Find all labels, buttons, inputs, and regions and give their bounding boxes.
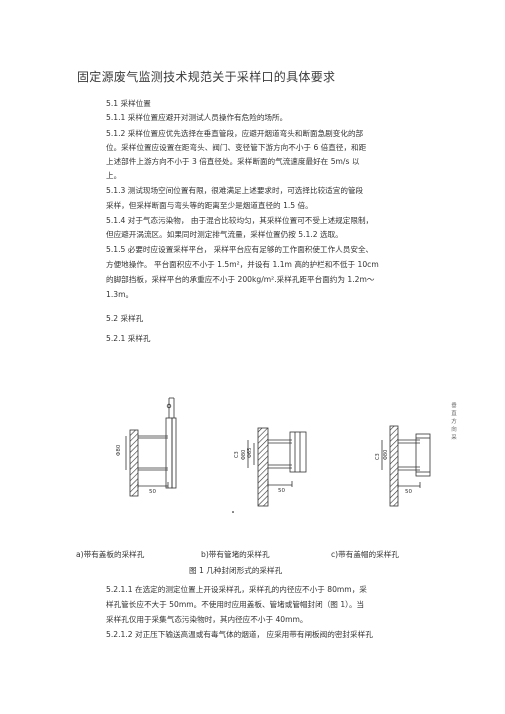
page-title: 固定源废气监测技术规范关于采样口的具体要求 xyxy=(77,70,336,84)
dim-label: 50 xyxy=(278,488,285,494)
text-line: 位。采样位置应设置在距弯头、阀门、变径管下游方向不小于 6 倍直径，和距 xyxy=(106,143,367,152)
dim-label: C3 xyxy=(375,453,381,460)
section-heading: 5.2 采样孔 xyxy=(106,314,144,323)
text-line: 5.1.4 对于气态污染物， 由于混合比较均匀，其采样位置可不受上述规定限制， xyxy=(106,216,374,225)
text-line: 上。 xyxy=(106,171,122,180)
text-line: 1.3m。 xyxy=(106,290,134,299)
subcaption-a: a)带有盖板的采样孔 xyxy=(76,550,145,559)
text-line: 5.2.1.2 对正压下输送高温或有毒气体的烟道， 应采用带有闸板阀的密封采样孔 xyxy=(106,630,373,639)
text-line: 上述部件上游方向不小于 3 倍直径处。采样断面的气流速度最好在 5m/s 以 xyxy=(106,157,360,166)
text-line: 5.1.2 采样位置应优先选择在垂直管段，应避开烟道弯头和断面急剧变化的部 xyxy=(106,129,364,138)
text-line: 5.1.5 必要时应设置采样平台， 采样平台应有足够的工作面积使工作人员安全、 xyxy=(106,245,374,254)
text-line: 但应避开涡流区。如果同时测定排气流量，采样位置仍按 5.1.2 选取。 xyxy=(106,230,343,239)
drawing-a-cover-plate xyxy=(125,397,177,497)
side-note: 垂直方向采 xyxy=(451,403,457,441)
drawing-c-pipe-cap xyxy=(381,425,431,507)
dim-label: C3 xyxy=(234,451,240,458)
text-line: 的脚部挡板，采样平台的承重应不小于 200kg/m².采样孔距平台面约为 1.2… xyxy=(106,275,375,284)
figure-caption: 图 1 几种封闭形式的采样孔 xyxy=(189,566,283,575)
stray-dot xyxy=(232,511,234,513)
text-line: 方便地操作。 平台面积应不小于 1.5m²，并设有 1.1m 高的护栏和不低于 … xyxy=(106,260,379,269)
dim-label: Φ80 xyxy=(116,444,122,456)
dim-label: 50 xyxy=(149,489,156,495)
text-line: 采样孔仅用于采集气态污染物时，其内径应不小于 40mm。 xyxy=(106,615,308,624)
drawing-b-pipe-plug xyxy=(247,427,307,507)
text-line: 5.2.1.1 在选定的测定位置上开设采样孔，采样孔的内径应不小于 80mm，采 xyxy=(106,585,367,594)
dim-label: Φ80 xyxy=(241,450,247,460)
section-heading: 5.1 采样位置 xyxy=(106,99,151,108)
subcaption-c: c)带有盖帽的采样孔 xyxy=(331,550,399,559)
dim-label: 50 xyxy=(405,489,412,495)
section-heading: 5.2.1 采样孔 xyxy=(106,334,151,343)
dim-label: Φ65 xyxy=(247,448,253,458)
text-line: 样孔管长应不大于 50mm。不使用时应用盖板、管堵或管帽封闭（图 1）。当 xyxy=(106,600,365,609)
dim-label: Φ80 xyxy=(383,450,389,460)
sampling-hole-figure: Φ80 50 Φ80 Φ65 C3 50 C3 Φ80 50 xyxy=(116,397,431,507)
text-line: 5.1.3 测试现场空间位置有限，很难满足上述要求时，可选择比较适宜的管段 xyxy=(106,186,364,195)
subcaption-b: b)带有管堵的采样孔 xyxy=(201,550,270,559)
text-line: 5.1.1 采样位置应避开对测试人员操作有危险的场所。 xyxy=(106,113,288,122)
text-line: 采样，但采样断面与弯头等的距离至少是烟道直径的 1.5 倍。 xyxy=(106,201,313,210)
